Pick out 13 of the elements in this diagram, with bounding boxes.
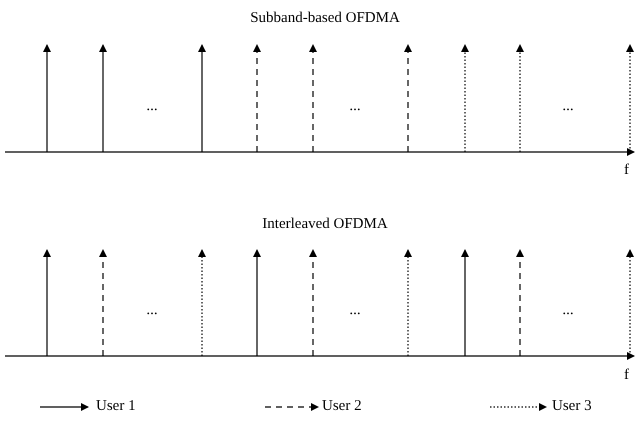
ellipsis: ... bbox=[146, 302, 158, 319]
legend-label: User 3 bbox=[552, 398, 592, 415]
ellipsis: ... bbox=[349, 98, 361, 115]
ellipsis: ... bbox=[349, 302, 361, 319]
axis-label: f bbox=[624, 162, 629, 179]
legend-label: User 2 bbox=[322, 398, 362, 415]
axis-label: f bbox=[624, 367, 629, 384]
ellipsis: ... bbox=[562, 302, 574, 319]
panel-title: Interleaved OFDMA bbox=[262, 216, 388, 233]
ellipsis: ... bbox=[146, 98, 158, 115]
legend-label: User 1 bbox=[96, 398, 136, 415]
panel-title: Subband-based OFDMA bbox=[250, 10, 400, 27]
ellipsis: ... bbox=[562, 98, 574, 115]
